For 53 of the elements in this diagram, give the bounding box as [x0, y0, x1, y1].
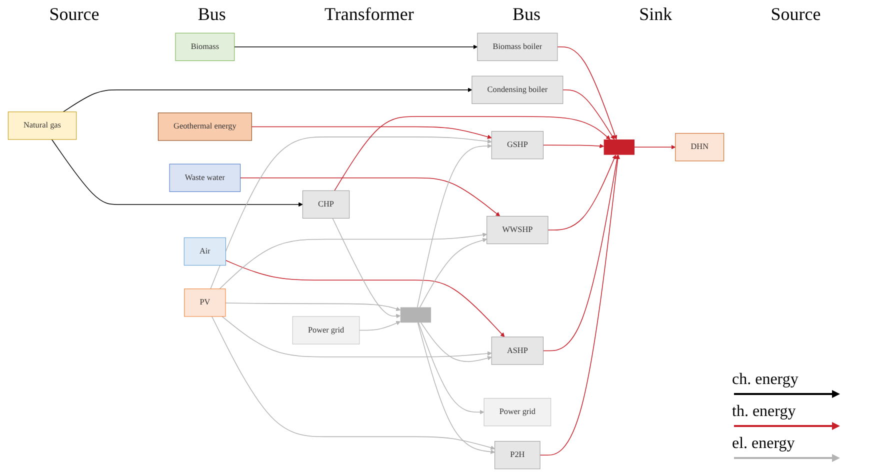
- node-box: ASHP: [491, 336, 544, 365]
- arrow: [417, 322, 495, 454]
- arrow: [420, 322, 492, 362]
- arrow: [359, 321, 401, 331]
- legend-label: el. energy: [732, 435, 796, 453]
- arrow: [418, 322, 484, 414]
- arrow: [210, 136, 492, 290]
- node-bar: [604, 140, 634, 155]
- column-heading: Bus: [512, 4, 540, 25]
- arrow: [334, 116, 610, 192]
- node-box: Air: [184, 237, 226, 266]
- node-box: P2H: [494, 441, 540, 470]
- column-heading: Bus: [198, 4, 226, 25]
- column-heading: Source: [49, 4, 100, 25]
- arrow: [234, 44, 478, 50]
- node-bar: [400, 307, 432, 323]
- legend-label: ch. energy: [732, 371, 800, 389]
- node-box: Biomass: [175, 32, 235, 61]
- node-box: Power grid: [484, 398, 552, 426]
- node-box: DHN: [675, 133, 724, 162]
- arrow: [542, 154, 620, 352]
- node-box: CHP: [302, 190, 350, 219]
- arrow: [332, 218, 401, 318]
- arrow: [540, 154, 620, 456]
- node-box: Waste water: [169, 164, 241, 192]
- arrow: [225, 260, 505, 338]
- arrow: [211, 316, 495, 450]
- arrow: [225, 302, 401, 312]
- arrow: [542, 144, 604, 148]
- arrow: [240, 177, 500, 216]
- arrow: [420, 238, 488, 308]
- node-box: GSHP: [491, 131, 544, 160]
- arrow: [51, 139, 303, 207]
- column-heading: Source: [770, 4, 821, 25]
- node-box: WWSHP: [486, 216, 548, 244]
- arrow: [548, 154, 616, 230]
- arrow: [557, 46, 618, 140]
- node-box: Biomass boiler: [477, 32, 558, 61]
- column-heading: Transformer: [324, 4, 414, 25]
- arrow: [222, 316, 492, 358]
- arrow: [62, 88, 472, 112]
- column-heading: Sink: [639, 4, 672, 25]
- node-box: Power grid: [292, 316, 360, 344]
- arrow: [562, 89, 615, 140]
- node-box: Geothermal energy: [158, 112, 252, 141]
- arrow: [634, 144, 676, 150]
- node-box: PV: [184, 288, 226, 317]
- arrow: [219, 232, 488, 290]
- legend-label: th. energy: [732, 403, 797, 421]
- arrow: [416, 144, 492, 308]
- node-box: Natural gas: [8, 112, 77, 140]
- node-box: Condensing boiler: [472, 76, 564, 104]
- arrow: [251, 126, 492, 139]
